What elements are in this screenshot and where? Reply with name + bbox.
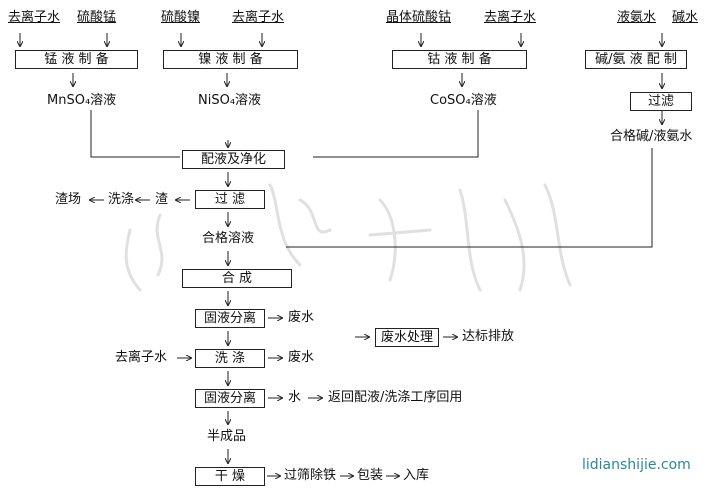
input-label: 硫酸锰 bbox=[77, 10, 117, 25]
watermark-stroke bbox=[503, 198, 526, 292]
synthesis-box: 合 成 bbox=[182, 269, 292, 288]
input-label: 硫酸镍 bbox=[161, 10, 201, 25]
input-label: 去离子水 bbox=[232, 10, 285, 25]
separation-box-2: 固液分离 bbox=[195, 389, 265, 408]
watermark-stroke bbox=[543, 183, 572, 287]
residue-label: 渣 bbox=[155, 192, 169, 207]
input-label: 去离子水 bbox=[8, 10, 61, 25]
mn-solution: MnSO₄溶液 bbox=[47, 93, 117, 108]
semi-product-label: 半成品 bbox=[207, 429, 247, 444]
separation-box-1: 固液分离 bbox=[195, 309, 265, 328]
input-label: 液氨水 bbox=[617, 10, 657, 25]
mix-purify-box: 配液及净化 bbox=[182, 150, 285, 169]
pack-label: 包装 bbox=[357, 468, 384, 483]
dump-label: 渣场 bbox=[55, 192, 82, 207]
sieve-label: 过筛除铁 bbox=[284, 468, 337, 483]
washing-box: 洗 涤 bbox=[195, 349, 265, 368]
watermark-stroke bbox=[124, 228, 142, 292]
co-solution: CoSO₄溶液 bbox=[430, 93, 497, 108]
drying-box: 干 燥 bbox=[195, 467, 265, 486]
ni-prep-box: 镍 液 制 备 bbox=[163, 50, 298, 69]
site-watermark: lidianshijie.com bbox=[582, 457, 691, 473]
alk-solution: 合格碱/液氨水 bbox=[610, 129, 693, 144]
waste-water-1: 废水 bbox=[288, 310, 315, 325]
co-line bbox=[313, 110, 479, 158]
input-label: 晶体硫酸钴 bbox=[386, 10, 452, 25]
water-label: 水 bbox=[288, 390, 302, 405]
waste-water-2: 废水 bbox=[288, 350, 315, 365]
filter-box: 过 滤 bbox=[195, 190, 265, 209]
mn-prep-box: 锰 液 制 备 bbox=[15, 50, 138, 69]
watermark-stroke bbox=[298, 198, 332, 234]
store-label: 入库 bbox=[403, 468, 430, 483]
wash-label: 洗涤 bbox=[108, 192, 135, 207]
alk-line bbox=[286, 148, 653, 248]
input-label: 碱水 bbox=[672, 10, 699, 25]
watermark-stroke bbox=[368, 228, 432, 237]
wastewater-treatment-box: 废水处理 bbox=[375, 328, 439, 347]
alk-filter-box: 过滤 bbox=[630, 92, 692, 111]
co-prep-box: 钴 液 制 备 bbox=[392, 50, 527, 69]
alk-prep-box: 碱/氨 液 配 制 bbox=[585, 50, 687, 69]
recycle-label: 返回配液/洗涤工序回用 bbox=[328, 390, 463, 405]
qualified-solution: 合格溶液 bbox=[202, 231, 255, 246]
input-label: 去离子水 bbox=[484, 10, 537, 25]
watermark-stroke bbox=[155, 213, 164, 277]
wash-water-label: 去离子水 bbox=[115, 350, 168, 365]
ni-solution: NiSO₄溶液 bbox=[198, 93, 262, 108]
mn-line bbox=[90, 110, 180, 158]
watermark-stroke bbox=[458, 188, 482, 292]
watermark-stroke bbox=[268, 183, 302, 267]
discharge-label: 达标排放 bbox=[462, 329, 515, 344]
